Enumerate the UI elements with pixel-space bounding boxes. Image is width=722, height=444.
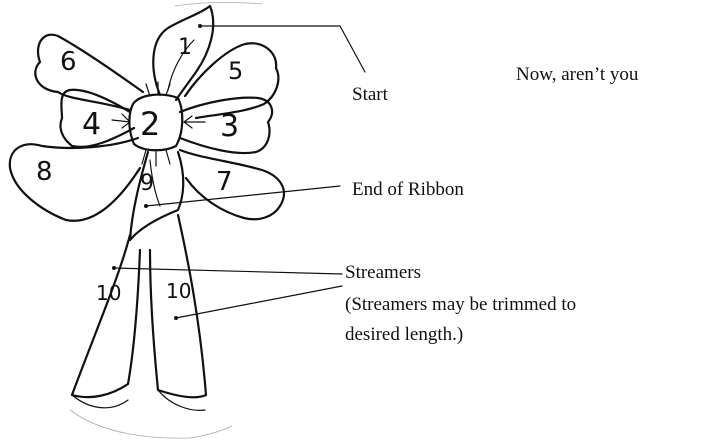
loop-number-10-right: 10 [166,279,191,303]
leader-streamer-right [175,285,343,319]
loop-number-6: 6 [60,47,77,77]
loop-number-7: 7 [216,167,233,197]
streamer-left [70,233,142,399]
loop-number-4: 4 [82,107,101,142]
arrow-from-3 [183,115,206,129]
loop-6 [34,33,145,112]
streamer-notch-left [71,394,129,409]
scan-edge-bottom [69,409,233,439]
caption-text: Now, aren’t you [516,64,639,85]
loop-8 [8,136,142,222]
label-streamers-note-1: (Streamers may be trimmed to [345,294,576,315]
label-streamers: Streamers [345,262,421,283]
loop-number-2: 2 [140,105,160,143]
knot-gather-top [145,81,171,97]
loop-number-8: 8 [36,157,53,187]
loop-number-3: 3 [220,109,239,144]
loop-3 [178,96,274,155]
loop-4 [59,88,136,148]
loop-9-crease [149,159,161,207]
loop-9 [128,150,185,242]
leader-start-dot [198,24,202,28]
center-knot [128,93,184,152]
leader-end-dot [144,204,148,208]
loop-number-9: 9 [140,171,154,196]
leader-end [145,185,341,207]
leader-streamer-left [113,267,343,275]
loop-7 [178,148,286,221]
leader-streamer-right-dot [174,316,178,320]
loop-number-10-left: 10 [96,281,121,305]
label-streamers-note-2: desired length.) [345,324,463,345]
streamer-right [148,213,208,399]
knot-gather-bottom [141,149,171,167]
leader-start [199,25,366,73]
scan-edge-top [174,2,263,7]
leader-streamer-left-dot [112,266,116,270]
streamer-notch-right [157,389,206,411]
label-end-of-ribbon: End of Ribbon [352,179,464,200]
loop-5 [183,42,280,120]
label-start: Start [352,84,389,105]
loop-number-5: 5 [228,57,243,85]
loop-number-1: 1 [178,35,192,60]
loop-1 [152,4,215,102]
arrow-from-4 [111,113,131,129]
